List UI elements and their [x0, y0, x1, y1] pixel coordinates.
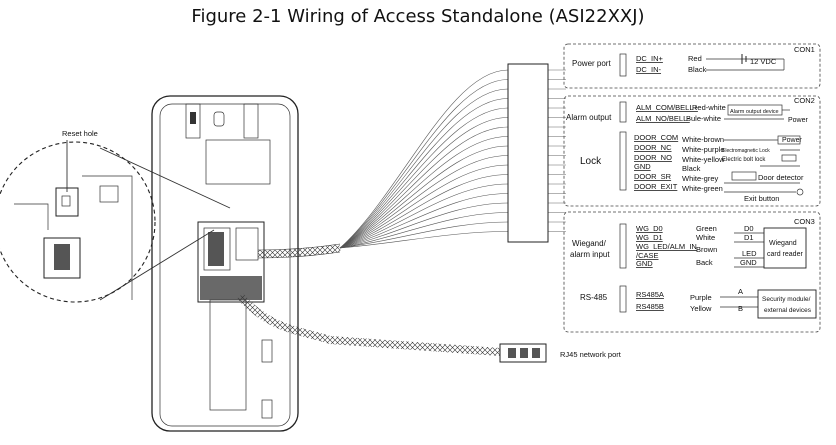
wire [339, 183, 509, 249]
rs485-label: RS-485 [580, 293, 608, 302]
lock-pin-5: DOOR_EXIT [634, 182, 678, 191]
pin-dc-in-plus: DC_IN+ [636, 54, 664, 63]
wire [339, 107, 509, 249]
con1-label: CON1 [794, 45, 815, 54]
access-device [151, 95, 299, 432]
lock-pin-0: DOOR_COM [634, 133, 678, 142]
wire [339, 98, 509, 249]
wire [339, 212, 509, 249]
alarm-device-label: Alarm output device [730, 109, 779, 115]
term-d0: D0 [744, 224, 754, 233]
color-bule-white: Bule-white [686, 114, 721, 123]
module-label-2: external devices [764, 307, 812, 314]
alarm-output-label: Alarm output [566, 113, 612, 122]
wiegand-pin-0: WG_D0 [636, 224, 663, 233]
lock-pin-4: DOOR_SR [634, 172, 672, 181]
pin-alm-com: ALM_COM/BELL+ [636, 103, 699, 112]
wire [339, 221, 509, 249]
wire [339, 164, 509, 249]
color-brown: Brown [696, 245, 717, 254]
wire [339, 193, 509, 249]
lock-pin-2: DOOR_NO [634, 153, 672, 162]
color-black-gnd: Black [682, 164, 701, 173]
wire [339, 155, 509, 249]
color-white-purple: White-purple [682, 145, 725, 154]
wire [339, 136, 509, 249]
term-led: LED [742, 249, 757, 258]
door-detector-label: Door detector [758, 173, 804, 182]
color-white: White [696, 233, 715, 242]
wiegand-pin-2: WG_LED/ALM_IN [636, 242, 697, 251]
pin-rs485a: RS485A [636, 290, 664, 299]
reset-hole-magnifier [0, 141, 231, 303]
rj45-label: RJ45 network port [560, 350, 622, 359]
wire-fan [339, 69, 566, 249]
color-green: Green [696, 224, 717, 233]
color-white-grey: White-grey [682, 174, 719, 183]
rj45-plug [499, 343, 547, 363]
pin-rs485b: RS485B [636, 302, 664, 311]
color-yellow: Yellow [690, 304, 712, 313]
color-red-white: Red-white [692, 103, 726, 112]
module-label-1: Security module/ [762, 296, 811, 303]
wire [339, 174, 509, 249]
wire [339, 126, 509, 249]
exit-button-label: Exit button [744, 194, 779, 203]
wiegand-rs485-section [563, 211, 821, 333]
lock-label: Lock [580, 156, 602, 167]
alarm-power-label: Power [788, 117, 809, 124]
color-white-brown: White-brown [682, 135, 724, 144]
color-white-green: White-green [682, 184, 723, 193]
card-reader-box [763, 227, 807, 269]
reader-label-1: Wiegand [769, 240, 797, 247]
wire [339, 145, 509, 249]
em-lock-label: Electromagnetic Lock [722, 148, 770, 154]
term-gnd: GND [740, 258, 757, 267]
power-port-label: Power port [572, 59, 611, 68]
wire [339, 231, 509, 249]
wiegand-label-1: Wiegand/ [572, 239, 607, 248]
rj45-cable [237, 293, 501, 356]
color-black: Black [688, 65, 707, 74]
wiegand-pin-1: WG_D1 [636, 233, 663, 242]
wire [339, 202, 509, 249]
con2-label: CON2 [794, 96, 815, 105]
con3-label: CON3 [794, 217, 815, 226]
power-section [563, 43, 821, 89]
voltage-label: 12 VDC [750, 57, 777, 66]
color-purple: Purple [690, 293, 712, 302]
reader-label-2: card reader [767, 251, 803, 258]
lock-pin-1: DOOR_NC [634, 143, 672, 152]
color-white-yellow: White-yellow [682, 155, 725, 164]
wiegand-pin-4: GND [636, 259, 653, 268]
harness-cable [257, 244, 341, 258]
wire [339, 69, 509, 249]
pin-dc-in-minus: DC_IN- [636, 65, 662, 74]
color-red: Red [688, 54, 702, 63]
security-module-box [757, 289, 817, 319]
figure-title: Figure 2-1 Wiring of Access Standalone (… [191, 6, 645, 27]
term-a: A [738, 287, 743, 296]
wiegand-label-2: alarm input [570, 250, 610, 259]
wire [339, 117, 509, 249]
color-back: Back [696, 258, 713, 267]
term-b: B [738, 304, 743, 313]
reset-hole-label: Reset hole [62, 129, 98, 138]
wire [339, 88, 509, 249]
wiegand-pin-3: /CASE [636, 251, 659, 260]
alarm-lock-section [563, 95, 821, 207]
term-d1: D1 [744, 233, 754, 242]
bolt-lock-label: Electric bolt lock [722, 157, 766, 163]
lock-pin-3: GND [634, 162, 651, 171]
lock-power-label: Power [782, 137, 803, 144]
wire [339, 79, 509, 249]
terminal-connector [507, 63, 549, 243]
pin-alm-no: ALM_NO/BELL- [636, 114, 690, 123]
